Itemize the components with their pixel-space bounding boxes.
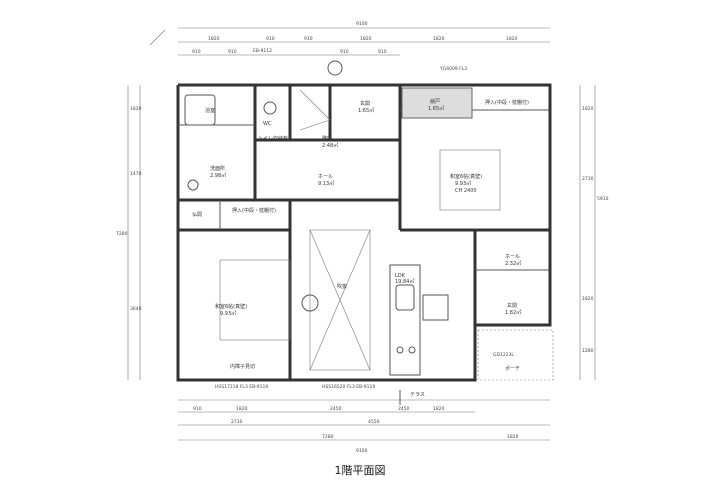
dim-top2: 910	[192, 49, 201, 55]
opening-label: HSS16520 FL3 EB-9119	[322, 384, 375, 390]
dim-top: 1820	[360, 36, 372, 42]
stove-icon	[408, 346, 416, 354]
entrance-top-area: 1.65㎡	[358, 107, 374, 114]
toilet-icon	[263, 101, 277, 115]
dim-right: 1280	[582, 348, 594, 354]
hall-area: 9.13㎡	[318, 180, 334, 187]
dim-right: 5910	[597, 196, 609, 202]
dim-bottom: 2450	[330, 406, 342, 412]
kitchen-sink	[395, 284, 415, 311]
washitsu-right-area: 9.93㎡	[455, 180, 471, 187]
dim-bottom2: 4550	[368, 419, 380, 425]
kitchen-counter	[389, 264, 421, 376]
dimension-lines	[127, 27, 596, 441]
room-ldk: LDK	[395, 273, 406, 279]
dim-right: 1820	[582, 296, 594, 302]
dim-bottom: 2450	[398, 406, 410, 412]
shoji-label: 内障子見切	[230, 363, 255, 370]
dim-left: 7280	[116, 231, 128, 237]
room-genkan: 玄関	[507, 302, 517, 309]
drawing-title: 1階平面図	[334, 464, 386, 477]
room-washroom: 洗面所	[210, 165, 225, 172]
da-marker	[327, 60, 343, 76]
porch-area	[477, 329, 554, 381]
room-hall: ホール	[318, 174, 333, 180]
fh-marker	[301, 294, 319, 312]
room-washitsu-left: 和室6帖(真壁)	[215, 303, 247, 310]
tatami-left	[219, 259, 291, 341]
dim-bottom3: 1820	[507, 434, 519, 440]
room-closet-mid: 押入(中段・枕棚付)	[232, 207, 276, 214]
room-toilet: WC	[263, 121, 272, 127]
island-counter	[422, 294, 449, 321]
dim-bottom-total: 9100	[356, 448, 368, 454]
dim-top2: 910	[378, 49, 387, 55]
terrace-label: テラス	[410, 392, 425, 398]
tatami-right	[439, 149, 501, 211]
dim-bottom3: 7280	[322, 434, 334, 440]
genkan-area: 1.82㎡	[505, 309, 521, 316]
ldk-area: 19.84㎡	[395, 278, 414, 285]
bathtub	[184, 94, 216, 126]
dim-left: 3640	[130, 306, 142, 312]
dim-top2: 910	[228, 49, 237, 55]
dim-bottom: 1820	[433, 406, 445, 412]
room-closet-top: 押入(中段・枕棚付)	[485, 99, 529, 106]
dim-top: 1820	[433, 36, 445, 42]
dim-right: 1820	[582, 106, 594, 112]
dim-left: 1820	[130, 106, 142, 112]
sink-icon	[187, 179, 199, 191]
dim-top: 910	[304, 36, 313, 42]
dim-bottom2: 2730	[231, 419, 243, 425]
atrium-void	[309, 229, 371, 371]
opening-label: HSS17218 FL3 EB-9119	[215, 384, 268, 390]
storage-hatch	[401, 87, 473, 119]
opening-label: YG6009 FL3	[439, 66, 467, 72]
room-entrance-top: 玄関	[360, 100, 370, 107]
room-washitsu-right: 和室6帖(真壁)	[450, 173, 482, 180]
room-hall-right: ホール	[505, 254, 520, 260]
dim-right: 2730	[582, 176, 594, 182]
dim-top: 1820	[506, 36, 518, 42]
room-butsuma: 仏間	[192, 212, 202, 218]
dim-bottom: 910	[193, 406, 202, 412]
dim-top-total: 9100	[356, 21, 368, 27]
opening-label: GD1223L	[493, 352, 514, 358]
toilet-note: トイレ収納有	[258, 135, 288, 142]
dim-top: 1820	[208, 36, 220, 42]
dim-top2: 910	[340, 49, 349, 55]
room-stairs: 階段	[322, 135, 332, 142]
dim-top: 910	[266, 36, 275, 42]
washroom-area: 2.98㎡	[210, 172, 226, 179]
room-storage: 納戸	[430, 98, 440, 105]
room-bath: 浴室	[205, 107, 215, 114]
stove-icon	[396, 346, 404, 354]
walls	[176, 83, 552, 382]
opening-label: EB-9112	[253, 48, 272, 54]
room-atrium: 吹抜	[337, 283, 347, 290]
hall-right-area: 2.32㎡	[505, 260, 521, 267]
washitsu-left-area: 9.93㎡	[220, 310, 236, 317]
room-porch: ポーチ	[505, 365, 520, 372]
stairs-area: 2.48㎡	[322, 142, 338, 149]
dim-bottom: 1820	[236, 406, 248, 412]
storage-area: 1.65㎡	[428, 105, 444, 112]
dim-left: 1470	[130, 171, 142, 177]
ceiling-height: CH 2400	[455, 188, 477, 194]
fixtures	[184, 60, 554, 405]
